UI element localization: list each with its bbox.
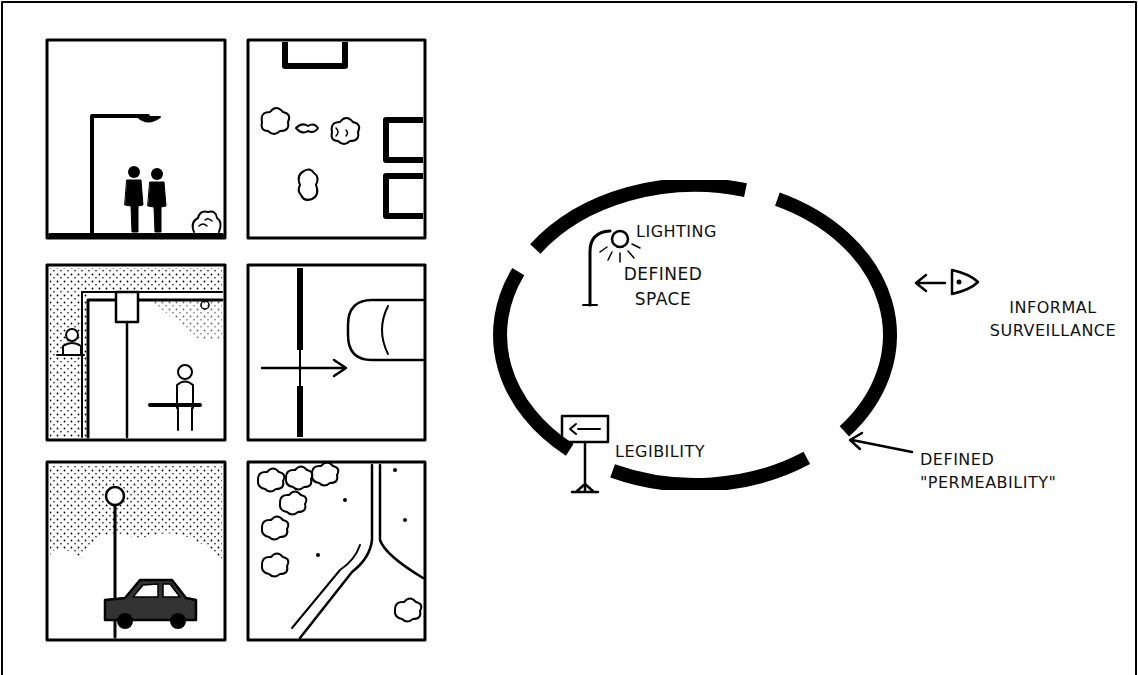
panel-street-light-part xyxy=(92,116,148,235)
eye-symbol-part xyxy=(952,270,978,294)
panel-overlooking-part xyxy=(126,322,129,437)
panel-street-light-part xyxy=(138,117,160,122)
panel-paths-part xyxy=(280,492,306,515)
panel-car-lighting-part xyxy=(170,613,186,629)
panel-overlooking-part xyxy=(50,268,222,437)
panel-paths-part xyxy=(262,517,288,540)
panel-overlooking-part xyxy=(88,300,222,437)
permeability-arrow-part xyxy=(850,433,912,452)
panel-overlooking-part xyxy=(150,300,222,340)
callout-label: INFORMAL SURVEILLANCE xyxy=(978,296,1128,342)
panel-paths-part xyxy=(395,599,421,622)
panel-street-light xyxy=(47,40,225,238)
panel-paths-part xyxy=(380,465,423,578)
ring-segment xyxy=(500,272,570,450)
lamp-icon-part xyxy=(600,244,640,262)
panel-paths-part xyxy=(316,553,320,557)
panel-boundary-part xyxy=(262,360,346,376)
panel-boundary-part xyxy=(348,300,423,360)
panel-building-plan-part xyxy=(285,42,345,66)
sign-post-icon-part xyxy=(570,424,600,434)
panel-overlooking-part xyxy=(201,301,209,309)
callout-label: LEGIBILITY xyxy=(615,440,745,463)
panel-overlooking-part xyxy=(57,354,84,356)
panel-street-light-part xyxy=(193,212,221,232)
eye-symbol-part xyxy=(957,280,962,285)
panel-car-lighting xyxy=(47,462,225,640)
panel-paths-part xyxy=(292,545,360,628)
panel-street-light-part xyxy=(125,180,143,232)
panel-paths-part xyxy=(258,469,284,492)
panel-paths-part xyxy=(403,518,407,522)
permeability-arrow xyxy=(850,433,912,452)
sign-post-icon xyxy=(562,416,608,492)
panel-overlooking-part xyxy=(178,365,192,379)
lamp-icon-part xyxy=(590,231,610,305)
ring-segment xyxy=(777,199,890,431)
panel-street-light-part xyxy=(50,233,222,237)
panel-paths-part xyxy=(286,467,312,490)
panel-paths-part xyxy=(248,462,425,640)
callout-label: LIGHTING xyxy=(636,220,756,243)
sign-post-icon-part xyxy=(562,416,608,442)
panel-street-light-part xyxy=(148,182,166,232)
panel-building-plan-part xyxy=(296,124,318,132)
panel-building-plan xyxy=(248,40,425,238)
lamp-icon-part xyxy=(612,231,628,247)
panel-boundary-part xyxy=(297,268,303,437)
panel-car-lighting-part xyxy=(47,462,225,640)
panel-car-lighting-part xyxy=(105,580,196,620)
panel-overlooking-part xyxy=(82,292,222,437)
panel-car-lighting-part xyxy=(133,584,180,597)
panel-paths-part xyxy=(393,468,397,472)
eye-symbol-part xyxy=(916,275,945,291)
ring-segment xyxy=(613,458,807,485)
panel-paths-part xyxy=(343,498,347,502)
panel-car-lighting-part xyxy=(106,487,124,505)
panel-building-plan-part xyxy=(262,108,290,134)
panel-overlooking-part xyxy=(63,343,81,355)
panel-boundary-part xyxy=(248,265,425,440)
callout-label: DEFINED "PERMEABILITY" xyxy=(920,448,1098,494)
node-text: DEFINED SPACE xyxy=(608,262,718,311)
panel-street-light-part xyxy=(47,40,225,238)
panel-overlooking-part xyxy=(150,403,200,407)
panel-building-plan-part xyxy=(332,118,360,144)
panel-paths xyxy=(248,462,425,640)
eye-symbol xyxy=(916,270,978,294)
panel-car-lighting-part xyxy=(117,613,133,629)
panel-street-light-part xyxy=(128,166,140,178)
panel-building-plan-part xyxy=(299,169,318,200)
panel-overlooking-part xyxy=(66,329,78,341)
panel-building-plan-part xyxy=(386,176,423,216)
panel-overlooking-part xyxy=(116,292,138,322)
panel-building-plan-part xyxy=(336,128,348,136)
panel-paths-part xyxy=(312,463,338,486)
panel-building-plan-part xyxy=(386,120,423,160)
panel-boundary-part xyxy=(382,306,388,354)
panel-paths-part xyxy=(300,465,372,638)
panel-paths-part xyxy=(262,554,288,577)
lamp-icon-part xyxy=(583,304,597,306)
panel-car-lighting-part xyxy=(50,465,222,560)
panel-overlooking-part xyxy=(47,265,225,440)
panel-building-plan-part xyxy=(248,40,425,238)
panel-street-light-part xyxy=(151,168,163,180)
panel-overlooking xyxy=(47,265,225,440)
panel-street-light-part xyxy=(199,219,212,226)
panel-boundary xyxy=(248,265,425,440)
sign-post-icon-part xyxy=(572,442,598,492)
